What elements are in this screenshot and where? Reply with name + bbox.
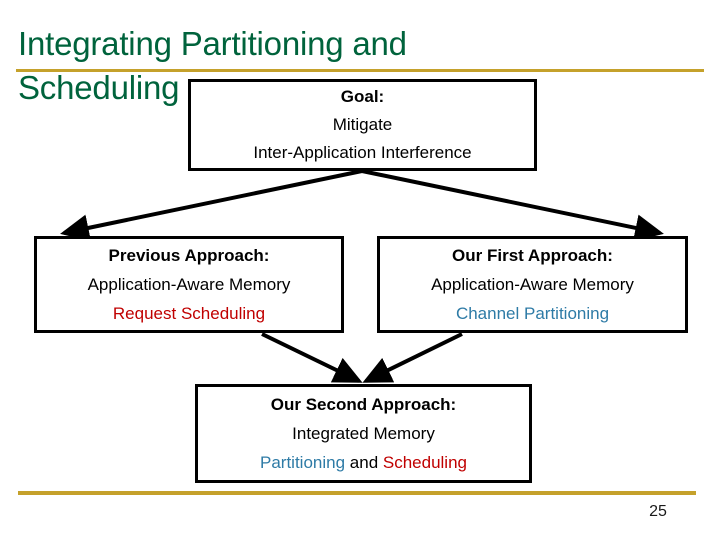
page-title: Integrating Partitioning and Scheduling xyxy=(18,25,407,106)
first-approach-heading: Our First Approach: xyxy=(452,246,613,265)
second-approach-line3-scheduling: Scheduling xyxy=(382,453,467,472)
second-approach-line3-partitioning: Partitioning xyxy=(260,453,346,472)
previous-approach-line3: Request Scheduling xyxy=(112,304,266,323)
second-approach-box: Our Second Approach: Integrated Memory P… xyxy=(195,384,532,483)
goal-box: Goal: Mitigate Inter-Application Interfe… xyxy=(188,79,537,171)
arrow-goal-to-previous xyxy=(60,169,363,242)
page-number: 25 xyxy=(649,503,667,520)
arrow-goal-to-first xyxy=(361,169,664,242)
previous-approach-box: Previous Approach: Application-Aware Mem… xyxy=(34,236,344,333)
goal-box-line2: Mitigate xyxy=(332,115,393,134)
second-approach-line2: Integrated Memory xyxy=(292,424,435,443)
arrow-first-to-second xyxy=(362,332,463,383)
second-approach-line3-and: and xyxy=(345,453,383,472)
goal-box-heading: Goal: xyxy=(340,87,385,106)
gold-rule-top-divider xyxy=(16,69,704,72)
arrow-previous-to-second xyxy=(261,332,363,383)
second-approach-heading: Our Second Approach: xyxy=(270,395,457,414)
first-approach-line2: Application-Aware Memory xyxy=(431,275,634,294)
previous-approach-line2: Application-Aware Memory xyxy=(87,275,291,294)
gold-rule-bottom-divider xyxy=(18,491,696,495)
goal-box-line3: Inter-Application Interference xyxy=(253,143,472,162)
first-approach-line3: Channel Partitioning xyxy=(455,304,610,323)
first-approach-box: Our First Approach: Application-Aware Me… xyxy=(377,236,688,333)
previous-approach-heading: Previous Approach: xyxy=(108,246,270,265)
second-approach-line3: Partitioning and Scheduling xyxy=(198,448,529,477)
